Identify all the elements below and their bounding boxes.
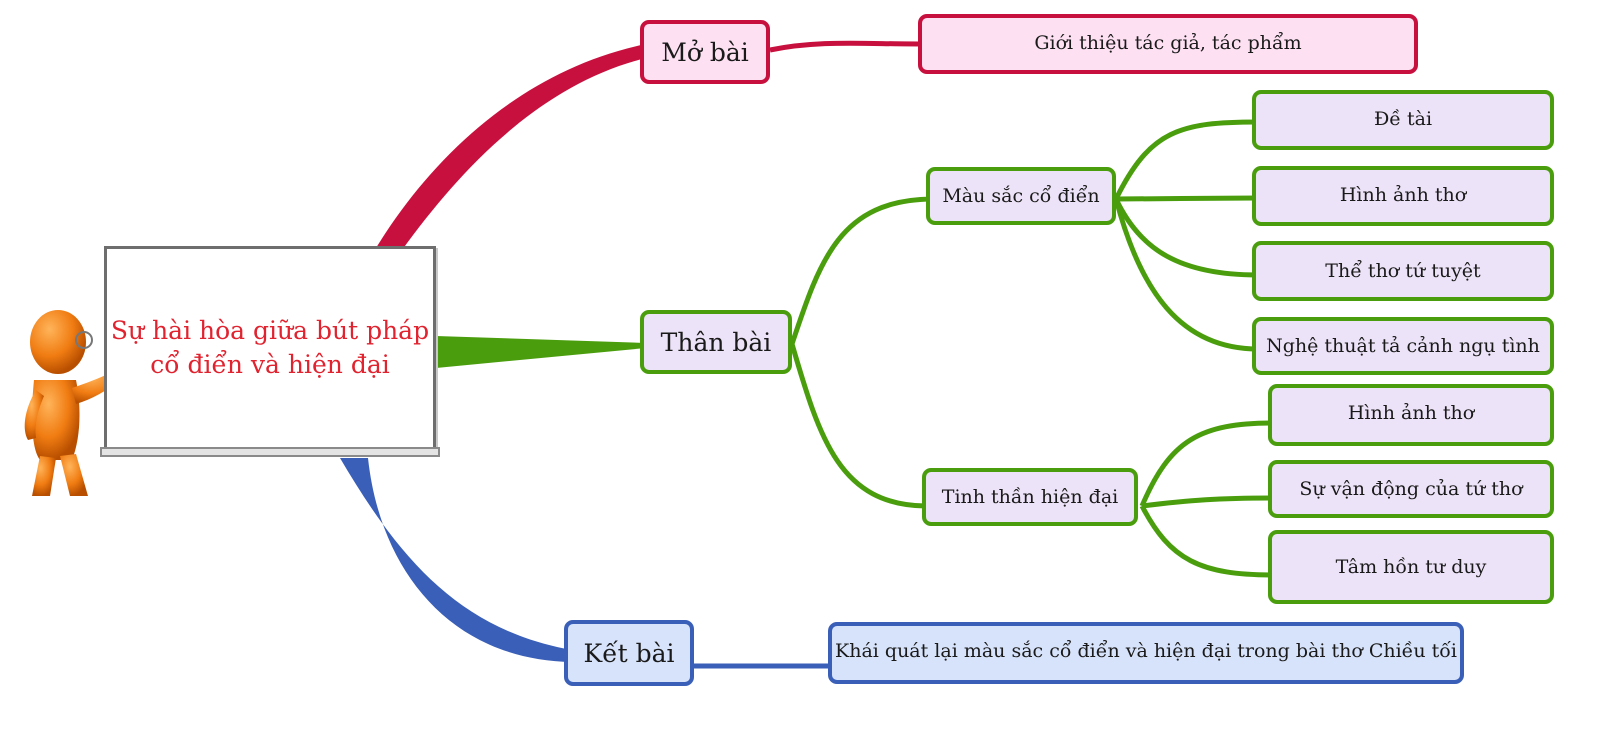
intro-leaf-node[interactable]: Giới thiệu tác giả, tác phẩm (918, 14, 1418, 74)
conclusion-node[interactable]: Kết bài (564, 620, 694, 686)
body-branch-line (436, 336, 646, 368)
modern-node[interactable]: Tinh thần hiện đại (922, 468, 1138, 526)
intro-leaf-line (769, 40, 925, 53)
body-node[interactable]: Thân bài (640, 310, 792, 374)
classic-child-1[interactable]: Đề tài (1252, 90, 1554, 150)
classic-child-2[interactable]: Hình ảnh thơ (1252, 166, 1554, 226)
intro-branch-line (376, 44, 646, 250)
central-topic-board[interactable]: Sự hài hòa giữa bút pháp cổ điển và hiện… (104, 246, 436, 450)
intro-node[interactable]: Mở bài (640, 20, 770, 84)
classic-child-4[interactable]: Nghệ thuật tả cảnh ngụ tình (1252, 317, 1554, 375)
conclusion-leaf-node[interactable]: Khái quát lại màu sắc cổ điển và hiện đạ… (828, 622, 1464, 684)
classic-child-3[interactable]: Thể thơ tứ tuyệt (1252, 241, 1554, 301)
central-topic-title: Sự hài hòa giữa bút pháp cổ điển và hiện… (111, 314, 429, 382)
central-title-line-2: cổ điển và hiện đại (150, 350, 390, 379)
modern-child-1[interactable]: Hình ảnh thơ (1268, 384, 1554, 446)
conclusion-branch-line (340, 458, 572, 662)
modern-child-3[interactable]: Tâm hồn tư duy (1268, 530, 1554, 604)
modern-child-2[interactable]: Sự vận động của tứ thơ (1268, 460, 1554, 518)
whiteboard-ledge (100, 447, 440, 457)
body-sub-lines (789, 119, 1275, 578)
classic-node[interactable]: Màu sắc cổ điển (926, 167, 1116, 225)
central-title-line-1: Sự hài hòa giữa bút pháp (110, 316, 430, 345)
presenter-figure-icon (24, 310, 130, 496)
